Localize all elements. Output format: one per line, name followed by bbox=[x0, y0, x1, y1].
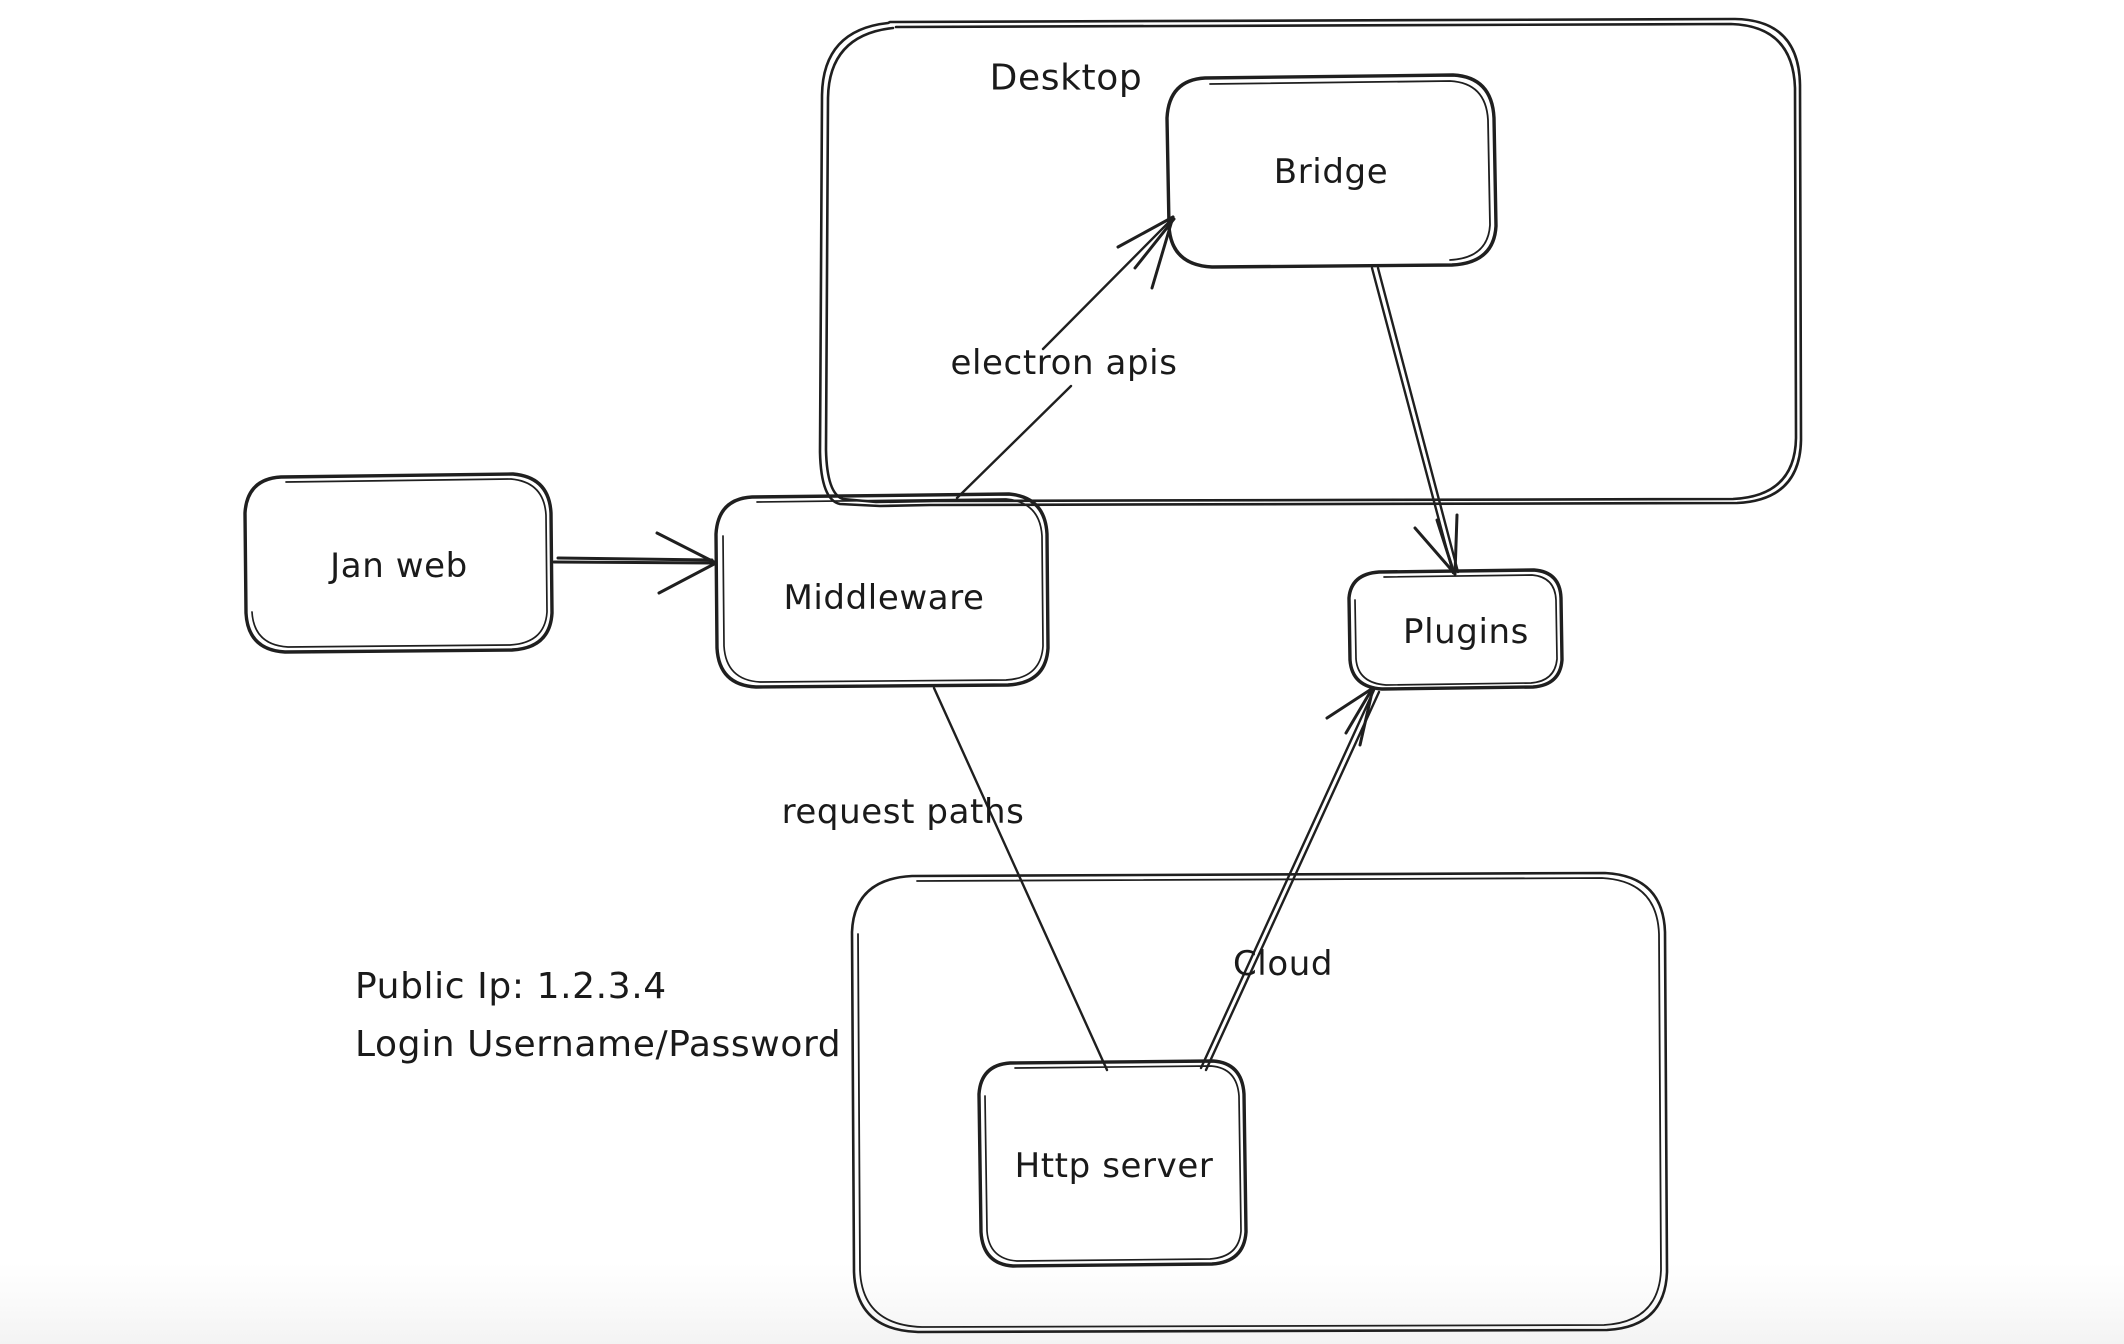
edge-bridge-to-plugins bbox=[1370, 266, 1460, 576]
node-label-http-server: Http server bbox=[1014, 1146, 1214, 1186]
edge-middleware-to-bridge bbox=[955, 215, 1176, 500]
container-cloud-shape bbox=[850, 871, 1669, 1334]
node-bridge-shape bbox=[1165, 73, 1498, 269]
node-label-plugins: Plugins bbox=[1403, 612, 1529, 652]
container-label-desktop: Desktop bbox=[989, 57, 1143, 99]
edge-label-cloud: Cloud bbox=[1232, 944, 1334, 984]
node-middleware-shape bbox=[714, 492, 1050, 689]
node-label-jan-web: Jan web bbox=[330, 546, 468, 586]
container-desktop-shape bbox=[818, 17, 1803, 508]
node-plugins-shape bbox=[1347, 568, 1564, 691]
node-label-bridge: Bridge bbox=[1273, 152, 1389, 192]
node-http-server-shape bbox=[977, 1059, 1248, 1268]
edge-label-request-paths: request paths bbox=[781, 792, 1025, 832]
edge-label-electron-apis: electron apis bbox=[950, 343, 1178, 383]
node-jan-web-shape bbox=[243, 472, 554, 654]
edge-middleware-to-http-server bbox=[932, 686, 1109, 1072]
note-login-credentials: Login Username/Password bbox=[355, 1024, 842, 1065]
note-public-ip: Public Ip: 1.2.3.4 bbox=[355, 966, 667, 1007]
node-label-middleware: Middleware bbox=[783, 578, 985, 618]
edge-web-to-middleware bbox=[552, 531, 718, 595]
edge-http-server-to-plugins bbox=[1199, 686, 1381, 1072]
